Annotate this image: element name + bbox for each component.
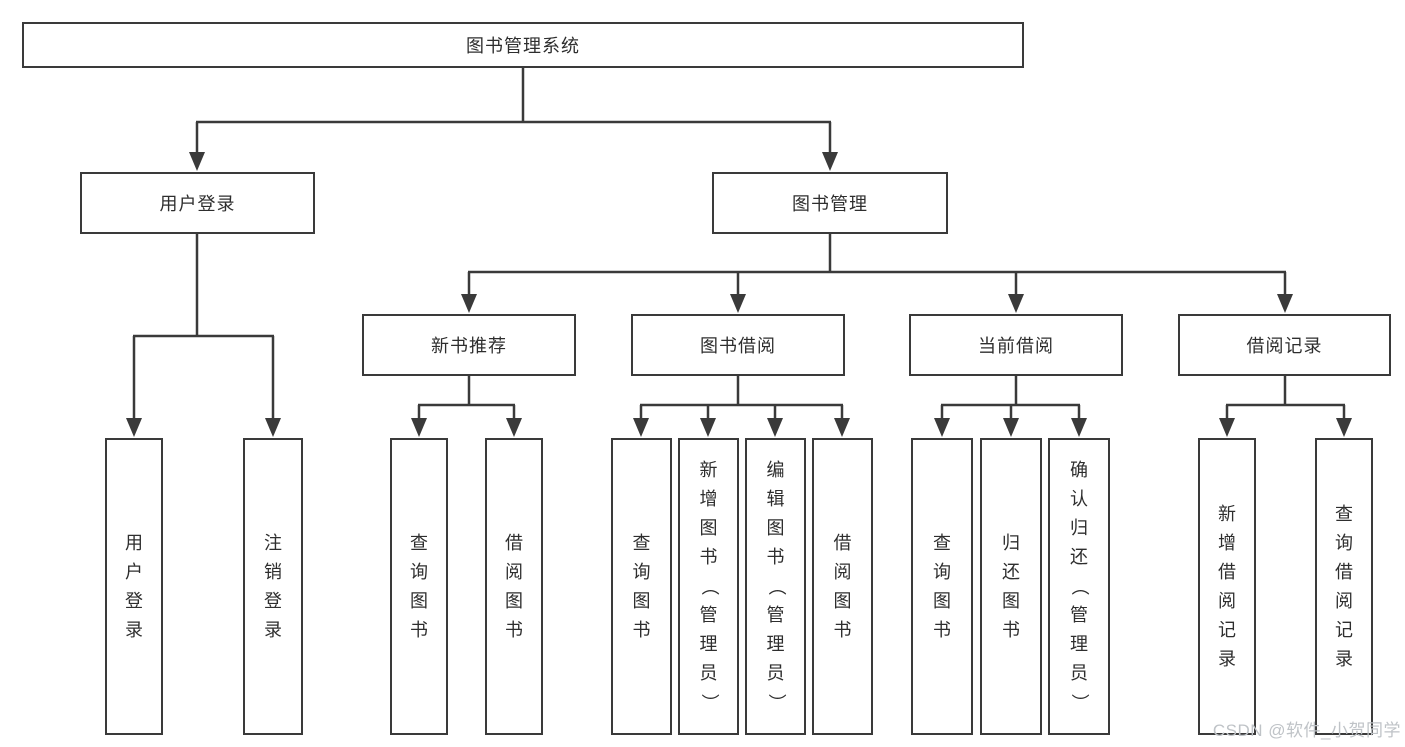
leaf-borrow-borrow-book: 借阅图书: [812, 438, 873, 735]
leaf-logout: 注销登录: [243, 438, 303, 735]
node-label: 图书管理: [792, 194, 868, 214]
leaf-newbook-query-book: 查询图书: [390, 438, 448, 735]
watermark: CSDN @软件_小贺同学: [1212, 721, 1401, 740]
node-label: 归还图书: [1002, 532, 1020, 640]
node-new-book-recommend: 新书推荐: [362, 314, 576, 376]
leaf-user-login: 用户登录: [105, 438, 163, 735]
node-label: 查询图书: [410, 532, 428, 640]
node-book-management: 图书管理: [712, 172, 948, 234]
node-book-borrow: 图书借阅: [631, 314, 845, 376]
arrowhead-icons: [126, 152, 1352, 437]
node-label: 图书借阅: [700, 336, 776, 356]
node-label: 新书推荐: [431, 336, 507, 356]
leaf-borrow-add-book-admin: 新增图书（管理员）: [678, 438, 739, 735]
node-current-borrow: 当前借阅: [909, 314, 1123, 376]
node-label: 编辑图书（管理员）: [766, 460, 786, 712]
node-label: 新增借阅记录: [1218, 503, 1236, 669]
node-label: 用户登录: [159, 194, 236, 214]
node-label: 用户登录: [125, 532, 143, 640]
leaf-record-add-borrow-record: 新增借阅记录: [1198, 438, 1256, 735]
node-label: 借阅图书: [505, 532, 523, 640]
node-label: 当前借阅: [978, 336, 1054, 356]
node-borrow-record: 借阅记录: [1178, 314, 1391, 376]
node-label: 查询借阅记录: [1335, 503, 1353, 669]
node-label: 借阅记录: [1246, 336, 1323, 356]
leaf-current-return-book: 归还图书: [980, 438, 1042, 735]
node-label: 新增图书（管理员）: [699, 460, 719, 712]
node-label: 注销登录: [264, 532, 282, 640]
leaf-record-query-borrow-record: 查询借阅记录: [1315, 438, 1373, 735]
leaf-newbook-borrow-book: 借阅图书: [485, 438, 543, 735]
node-label: 查询图书: [933, 532, 951, 640]
node-user-login: 用户登录: [80, 172, 315, 234]
node-root-system: 图书管理系统: [22, 22, 1024, 68]
leaf-current-query-book: 查询图书: [911, 438, 973, 735]
node-label: 图书管理系统: [466, 36, 580, 56]
leaf-borrow-edit-book-admin: 编辑图书（管理员）: [745, 438, 806, 735]
leaf-current-confirm-return-admin: 确认归还（管理员）: [1048, 438, 1110, 735]
leaf-borrow-query-book: 查询图书: [611, 438, 672, 735]
node-label: 借阅图书: [833, 532, 852, 640]
node-label: 确认归还（管理员）: [1069, 460, 1090, 712]
node-label: 查询图书: [632, 532, 651, 640]
